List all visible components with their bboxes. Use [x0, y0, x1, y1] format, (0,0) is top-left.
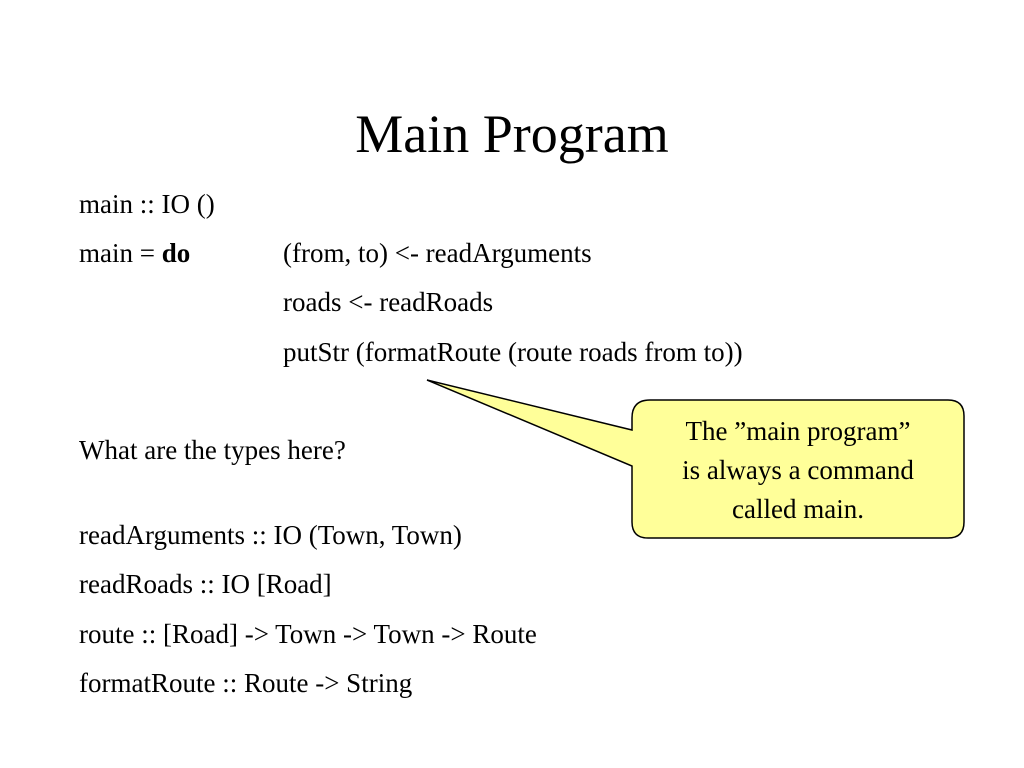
- code-definition: main = do: [79, 237, 190, 269]
- code-statement-3: putStr (formatRoute (route roads from to…: [283, 337, 743, 367]
- code-def-prefix: main =: [79, 238, 162, 268]
- callout-line-2: is always a command: [682, 455, 914, 485]
- code-signature: main :: IO (): [79, 189, 215, 219]
- type-line-2: readRoads :: IO [Road]: [79, 569, 332, 599]
- type-line-3: route :: [Road] -> Town -> Town -> Route: [79, 619, 537, 649]
- type-line-1: readArguments :: IO (Town, Town): [79, 520, 462, 550]
- callout-text: The ”main program” is always a command c…: [632, 412, 964, 529]
- do-keyword: do: [161, 238, 191, 268]
- code-statement-2: roads <- readRoads: [283, 287, 494, 317]
- type-line-4: formatRoute :: Route -> String: [79, 668, 413, 698]
- slide-title: Main Program: [355, 104, 669, 164]
- code-statement-1: (from, to) <- readArguments: [283, 238, 592, 268]
- question-text: What are the types here?: [79, 435, 346, 465]
- callout-line-3: called main.: [732, 494, 864, 524]
- callout-line-1: The ”main program”: [685, 416, 911, 446]
